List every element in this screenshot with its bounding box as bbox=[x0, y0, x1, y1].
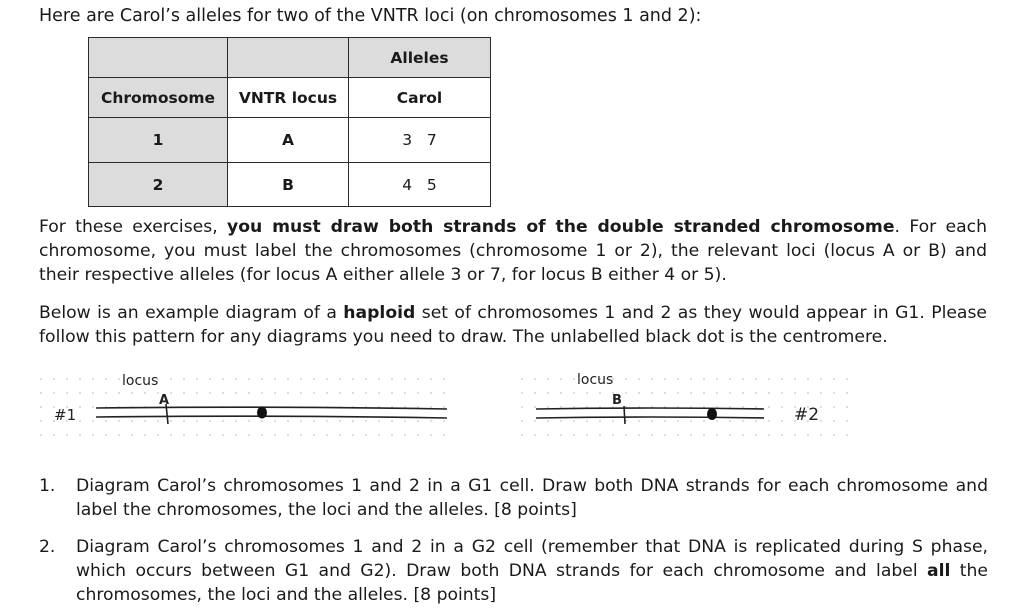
column-header-vntr-locus: VNTR locus bbox=[227, 77, 349, 118]
question-text-part: the chromosomes, the loci and the allele… bbox=[76, 561, 988, 605]
locus-letter-a: A bbox=[159, 393, 169, 408]
chromosome-1-label: #1 bbox=[54, 406, 76, 424]
table-column-header-row: Chromosome VNTR locus Carol bbox=[88, 77, 491, 118]
dot-grid-left bbox=[40, 368, 448, 444]
cell-chromosome: 1 bbox=[88, 117, 228, 163]
chromosome-1-strands bbox=[95, 403, 448, 425]
table-header-row: Alleles bbox=[88, 37, 491, 78]
cell-chromosome: 2 bbox=[88, 162, 228, 207]
instructions-paragraph: For these exercises, you must draw both … bbox=[39, 215, 987, 287]
locus-letter-b: B bbox=[612, 393, 622, 408]
cell-locus: A bbox=[227, 117, 349, 163]
example-paragraph: Below is an example diagram of a haploid… bbox=[39, 301, 987, 349]
locus-word-chr1: locus bbox=[122, 373, 158, 389]
question-text-part: Diagram Carol’s chromosomes 1 and 2 in a… bbox=[76, 537, 988, 581]
empty-header-cell bbox=[88, 37, 228, 78]
para-text: Below is an example diagram of a bbox=[39, 303, 344, 323]
alleles-table: Alleles Chromosome VNTR locus Carol 1 A … bbox=[88, 37, 491, 207]
emphasis-text: all bbox=[927, 561, 951, 581]
chromosome-2-label: #2 bbox=[794, 405, 819, 425]
emphasis-text: you must draw both strands of the double… bbox=[227, 217, 895, 237]
empty-header-cell bbox=[227, 37, 349, 78]
question-number: 1. bbox=[39, 476, 56, 496]
question-text: Diagram Carol’s chromosomes 1 and 2 in a… bbox=[76, 476, 988, 520]
question-text: Diagram Carol’s chromosomes 1 and 2 in a… bbox=[76, 535, 988, 607]
column-header-chromosome: Chromosome bbox=[88, 77, 228, 118]
locus-word-chr2: locus bbox=[577, 372, 613, 388]
dot-grid-right bbox=[520, 368, 850, 444]
table-row: 1 A 3 7 bbox=[88, 117, 491, 163]
para-text: For these exercises, bbox=[39, 217, 228, 237]
emphasis-text: haploid bbox=[343, 303, 416, 323]
column-header-carol: Carol bbox=[348, 77, 491, 118]
centromere-dot bbox=[707, 408, 717, 420]
table-row: 2 B 4 5 bbox=[88, 162, 491, 207]
question-number: 2. bbox=[39, 537, 56, 557]
para-text: set of chromosomes 1 and 2 as they would… bbox=[39, 303, 987, 347]
para-text: . For each chromosome, you must label th… bbox=[39, 217, 987, 285]
alleles-group-header: Alleles bbox=[348, 37, 491, 78]
page-heading: Here are Carol’s alleles for two of the … bbox=[39, 6, 702, 26]
cell-locus: B bbox=[227, 162, 349, 207]
centromere-dot bbox=[257, 406, 267, 419]
cell-alleles: 4 5 bbox=[348, 162, 491, 207]
chromosome-2-strands bbox=[535, 405, 765, 425]
example-chromosome-diagram: #1 locus A locus B #2 bbox=[40, 368, 850, 444]
cell-alleles: 3 7 bbox=[348, 117, 491, 163]
